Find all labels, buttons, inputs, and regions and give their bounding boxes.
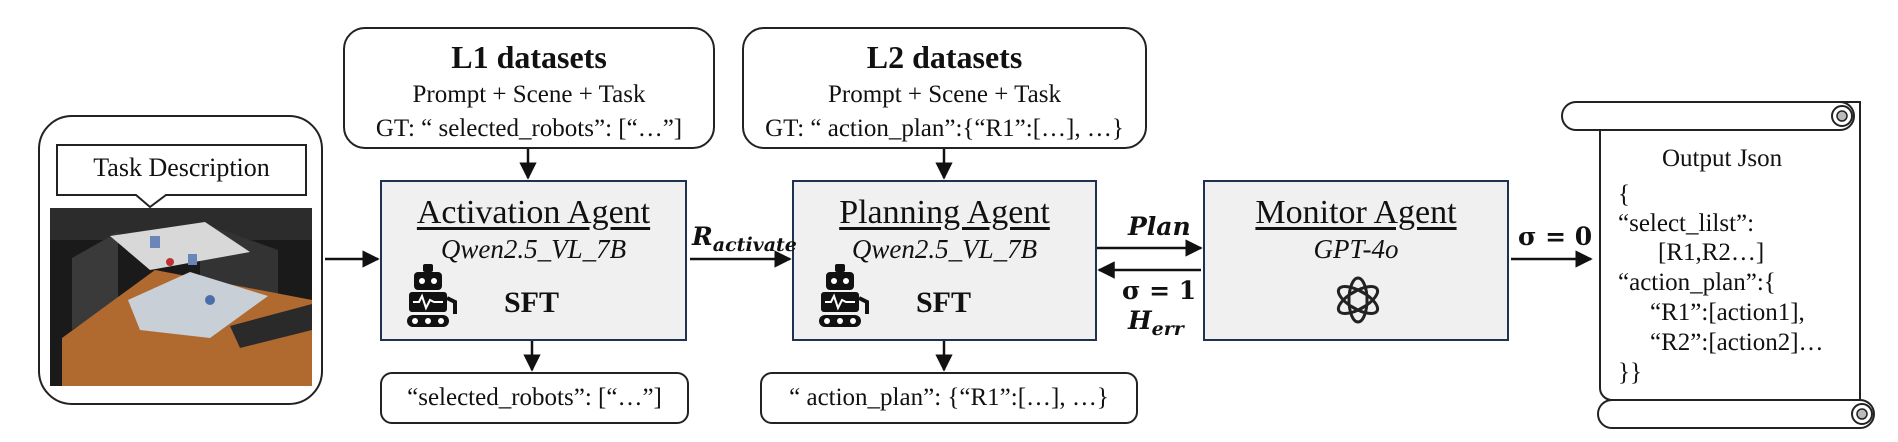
planning-output-box: “ action_plan”: {“R1”:[…], …} bbox=[760, 372, 1138, 424]
output-json-line-6: “R2”:[action2]… bbox=[1650, 329, 1824, 356]
l2-datasets-box: L2 datasets Prompt + Scene + Task GT: “ … bbox=[742, 27, 1147, 149]
output-json-line-5: “R1”:[action1], bbox=[1650, 299, 1805, 326]
l2-line-gt: GT: “ action_plan”:{“R1”:[…], …} bbox=[765, 115, 1124, 142]
r-activate-main: R bbox=[692, 222, 713, 251]
l2-line-prompt: Prompt + Scene + Task bbox=[828, 81, 1061, 108]
sigma-zero-label: σ = 0 bbox=[1518, 222, 1593, 251]
output-json-line-3: [R1,R2…] bbox=[1658, 239, 1765, 266]
plan-label: Plan bbox=[1128, 212, 1191, 241]
l1-line-gt: GT: “ selected_robots”: [“…”] bbox=[375, 115, 683, 142]
activation-agent-model: Qwen2.5_VL_7B bbox=[440, 234, 627, 264]
l2-title: L2 datasets bbox=[866, 39, 1023, 75]
h-err-main: H bbox=[1128, 306, 1152, 335]
output-json-line-1: { bbox=[1618, 181, 1630, 208]
r-activate-sub: activate bbox=[712, 234, 797, 256]
output-json-title: Output Json bbox=[1662, 145, 1783, 172]
monitor-agent-box: Monitor Agent GPT-4o bbox=[1203, 180, 1509, 341]
planning-agent-model: Qwen2.5_VL_7B bbox=[851, 234, 1038, 264]
sigma-one-label: σ = 1 bbox=[1122, 276, 1197, 305]
l1-line-prompt: Prompt + Scene + Task bbox=[412, 81, 646, 108]
h-err-sub: err bbox=[1151, 318, 1184, 340]
robot-icon bbox=[819, 264, 869, 327]
monitor-agent-title: Monitor Agent bbox=[1255, 194, 1457, 231]
planning-agent-title: Planning Agent bbox=[839, 194, 1050, 231]
l1-datasets-box: L1 datasets Prompt + Scene + Task GT: “ … bbox=[343, 27, 715, 149]
output-json-line-2: “select_lilst”: bbox=[1618, 210, 1755, 237]
activation-agent-method: SFT bbox=[504, 286, 560, 319]
monitor-agent-model: GPT-4o bbox=[1313, 234, 1399, 264]
output-json-line-7: }} bbox=[1618, 359, 1642, 386]
r-activate-label: Ractivate bbox=[692, 222, 797, 256]
robot-icon bbox=[407, 264, 457, 327]
l1-title: L1 datasets bbox=[451, 39, 607, 75]
output-json-line-4: “action_plan”:{ bbox=[1618, 269, 1776, 296]
planning-agent-box: Planning Agent Qwen2.5_VL_7B SFT bbox=[792, 180, 1097, 341]
activation-agent-box: Activation Agent Qwen2.5_VL_7B SFT bbox=[380, 180, 687, 341]
task-description-label: Task Description bbox=[93, 153, 270, 182]
activation-agent-title: Activation Agent bbox=[416, 194, 651, 231]
openai-logo-icon bbox=[1336, 276, 1380, 324]
h-err-label: Herr bbox=[1128, 306, 1184, 340]
activation-output-box: “selected_robots”: [“…”] bbox=[380, 372, 689, 424]
planning-agent-method: SFT bbox=[916, 286, 972, 319]
